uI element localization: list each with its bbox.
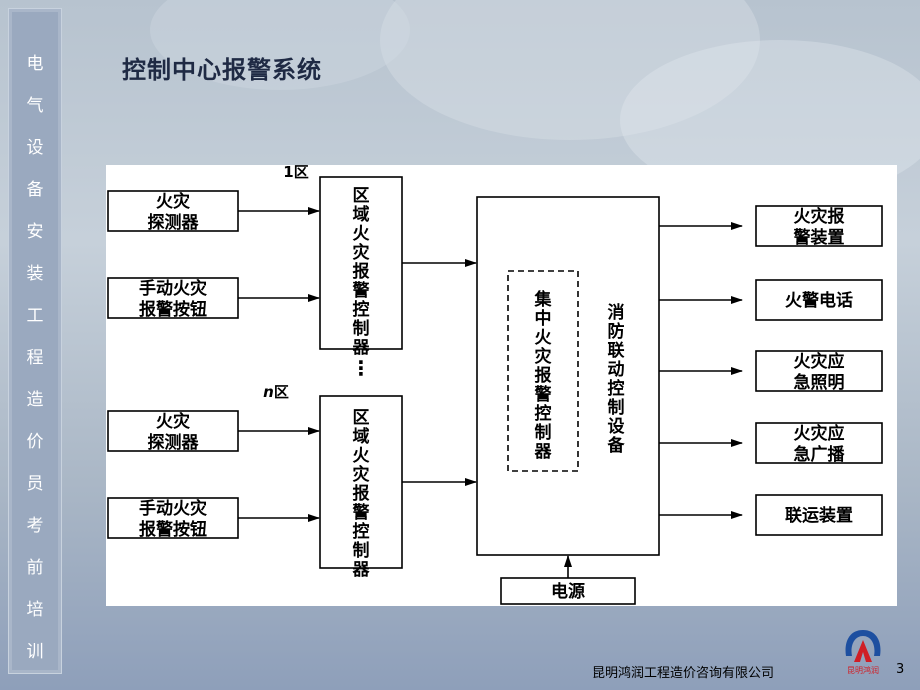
zone1-area-controller-char: 域	[353, 204, 370, 225]
zonen-area-controller-char: 器	[352, 560, 371, 580]
zone-n-suffix: 区	[274, 383, 289, 401]
sidebar-char: 电	[26, 54, 44, 74]
linkage-equipment-char: 备	[607, 435, 626, 456]
zone-n-label: n区	[263, 383, 289, 401]
sidebar-char: 前	[26, 558, 44, 578]
output-box-1-label: 警装置	[793, 227, 845, 248]
central-controller-char: 火	[535, 328, 553, 348]
zone1-detector-box-label: 火灾	[156, 191, 191, 212]
zonen-area-controller-char: 灾	[353, 464, 371, 485]
output-box-5	[755, 494, 883, 536]
zonen-area-controller-char: 区	[353, 408, 370, 428]
logo-text: 昆明鸿润	[847, 665, 879, 675]
output-box-4-label: 火灾应	[794, 423, 845, 444]
zone-n-italic: n	[263, 383, 274, 401]
company-logo: 昆明鸿润	[845, 630, 881, 675]
central-controller-char: 警	[534, 384, 552, 405]
zone1-area-controller-char: 器	[352, 338, 371, 358]
output-box-4-label: 急广播	[794, 444, 846, 465]
page-number: 3	[896, 662, 905, 677]
zone1-area-controller-char: 制	[353, 318, 370, 339]
central-controller-char: 灾	[535, 346, 553, 367]
sidebar-char: 价	[26, 432, 44, 452]
output-box-5-label: 联运装置	[785, 505, 853, 526]
linkage-equipment-char: 防	[608, 321, 625, 342]
linkage-equipment-char: 消	[608, 302, 625, 323]
central-controller-char: 制	[535, 422, 552, 443]
zonen-detector-box-label: 火灾	[156, 411, 191, 432]
zonen-area-controller-char: 域	[353, 426, 370, 447]
zone1-area-controller-char: 火	[353, 224, 371, 244]
sidebar-char: 设	[26, 138, 44, 158]
zonen-area-controller-char: 制	[353, 540, 370, 561]
central-control-box	[476, 196, 660, 556]
sidebar-char: 装	[26, 264, 44, 284]
central-controller-dashed-box	[507, 270, 579, 472]
power-label: 电源	[551, 581, 585, 602]
fire-alarm-diagram: 1区n区火灾探测器手动火灾报警按钮区域火灾报警控制器⋮火灾探测器手动火灾报警按钮…	[107, 163, 883, 605]
linkage-equipment-char: 制	[608, 397, 625, 418]
sidebar-char: 气	[26, 96, 44, 116]
sidebar-char: 培	[26, 600, 44, 620]
zone1-area-controller-char: 灾	[353, 242, 371, 263]
zone-1-label: 1区	[283, 165, 308, 181]
output-box-1	[755, 205, 883, 247]
linkage-equipment-char: 设	[608, 417, 625, 437]
sidebar-char: 训	[26, 642, 44, 662]
central-controller-char: 集	[534, 289, 553, 310]
linkage-equipment-char: 动	[608, 360, 625, 380]
zone1-detector-box-label: 探测器	[148, 212, 200, 233]
ellipsis: ⋮	[351, 356, 371, 380]
sidebar-char: 程	[26, 348, 44, 368]
zone1-area-controller-char: 警	[352, 280, 370, 301]
zone1-manual-button-box-label: 报警按钮	[139, 299, 207, 320]
central-controller-char: 器	[534, 442, 553, 462]
output-box-3-label: 火灾应	[794, 351, 845, 372]
output-box-1-label: 火灾报	[794, 206, 845, 227]
linkage-equipment-char: 控	[608, 378, 625, 399]
zonen-manual-button-box-label: 手动火灾	[139, 498, 208, 519]
sidebar-char: 造	[26, 390, 44, 410]
output-box-2-label: 火警电话	[785, 290, 853, 311]
zonen-area-controller-char: 报	[353, 483, 370, 504]
central-controller-char: 中	[535, 308, 552, 329]
zone1-area-controller-char: 区	[353, 186, 370, 206]
sidebar-char: 考	[26, 516, 44, 536]
zone1-manual-button-box-label: 手动火灾	[139, 278, 208, 299]
central-controller-char: 控	[535, 403, 552, 424]
zone1-area-controller-char: 控	[353, 299, 370, 320]
sidebar-vertical-title: 电气设备安装工程造价员考前培训	[8, 8, 62, 674]
zonen-area-controller-char: 控	[353, 521, 370, 542]
sidebar-char: 安	[26, 222, 44, 242]
page-title: 控制中心报警系统	[122, 55, 322, 84]
output-box-2	[755, 279, 883, 321]
output-box-3-label: 急照明	[794, 372, 845, 393]
company-name: 昆明鸿润工程造价咨询有限公司	[592, 666, 775, 681]
sidebar-char: 员	[26, 474, 44, 494]
zonen-area-controller-char: 警	[352, 502, 370, 523]
output-box-3	[755, 350, 883, 392]
central-controller-char: 报	[535, 365, 552, 386]
sidebar-char: 备	[26, 180, 44, 200]
zonen-area-controller-char: 火	[353, 446, 371, 466]
output-box-4	[755, 422, 883, 464]
linkage-equipment-char: 联	[608, 341, 625, 361]
zonen-detector-box-label: 探测器	[148, 432, 200, 453]
zonen-manual-button-box-label: 报警按钮	[139, 519, 207, 540]
sidebar-char: 工	[26, 306, 44, 326]
zone1-area-controller-char: 报	[353, 261, 370, 282]
